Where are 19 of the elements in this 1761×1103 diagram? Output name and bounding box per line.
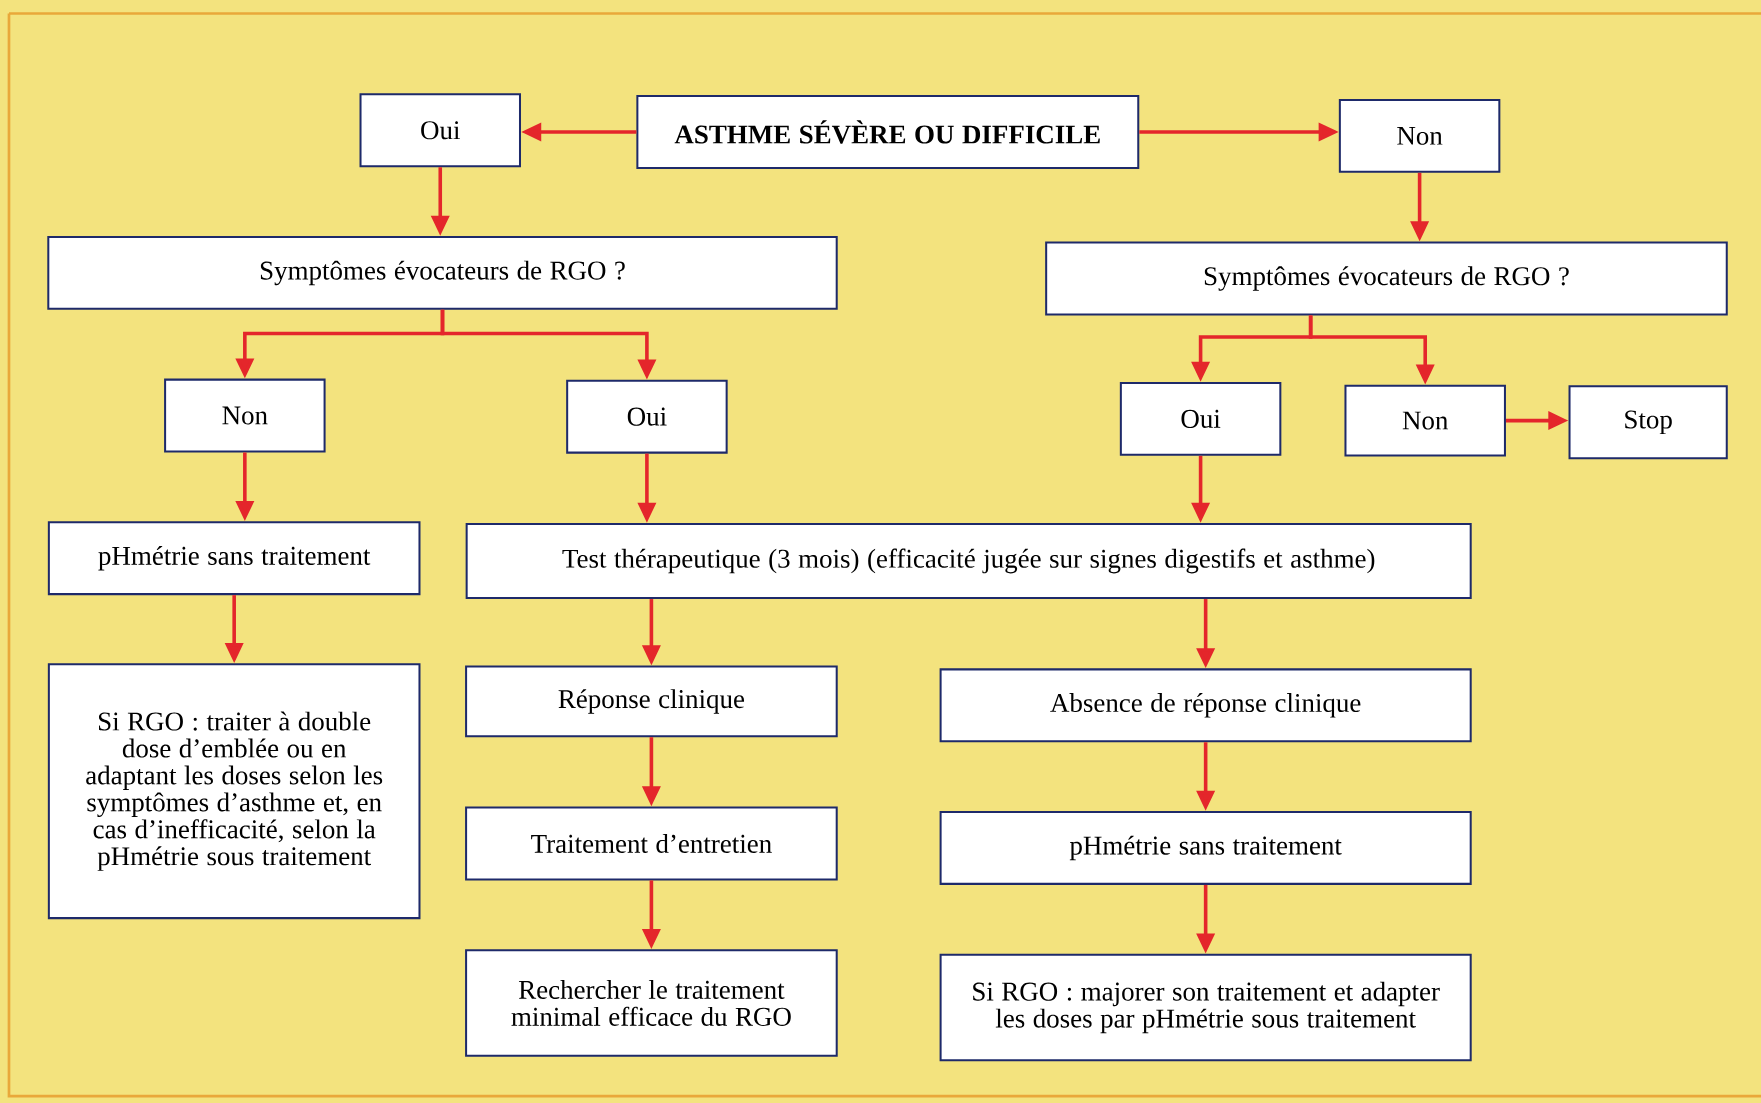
- process-box: Symptômes évocateurs de RGO ?: [47, 236, 838, 310]
- process-box: Stop: [1568, 385, 1728, 460]
- process-box: pHmétrie sans traitement: [939, 811, 1472, 885]
- process-box: Si RGO : majorer son traitement et adapter les doses par pHmétrie sous traitement: [939, 953, 1472, 1062]
- process-box: Rechercher le traitement minimal efficace du RGO: [465, 949, 838, 1057]
- process-box: ASTHME SÉVÈRE OU DIFFICILE: [636, 95, 1140, 169]
- process-box: pHmétrie sans traitement: [47, 521, 421, 596]
- process-box: Non: [1338, 99, 1501, 173]
- process-box: Non: [164, 378, 326, 453]
- process-box: Réponse clinique: [465, 665, 838, 738]
- process-box: Absence de réponse clinique: [939, 668, 1472, 743]
- process-box: Oui: [566, 379, 728, 454]
- process-box: Oui: [1119, 382, 1282, 456]
- process-box: Traitement d’entretien: [465, 806, 838, 881]
- process-box: Oui: [359, 93, 521, 168]
- process-box: Non: [1344, 384, 1506, 457]
- process-box: Test thérapeutique (3 mois) (efficacité jugée sur signes digestifs et asthme): [465, 523, 1472, 600]
- process-box: Symptômes évocateurs de RGO ?: [1045, 241, 1728, 316]
- process-box: Si RGO : traiter à double dose d’emblée ou en adaptant les doses selon les symptômes d’asthme et, en cas d’inefficacité, selon la pHmétrie sous traitement: [47, 663, 421, 920]
